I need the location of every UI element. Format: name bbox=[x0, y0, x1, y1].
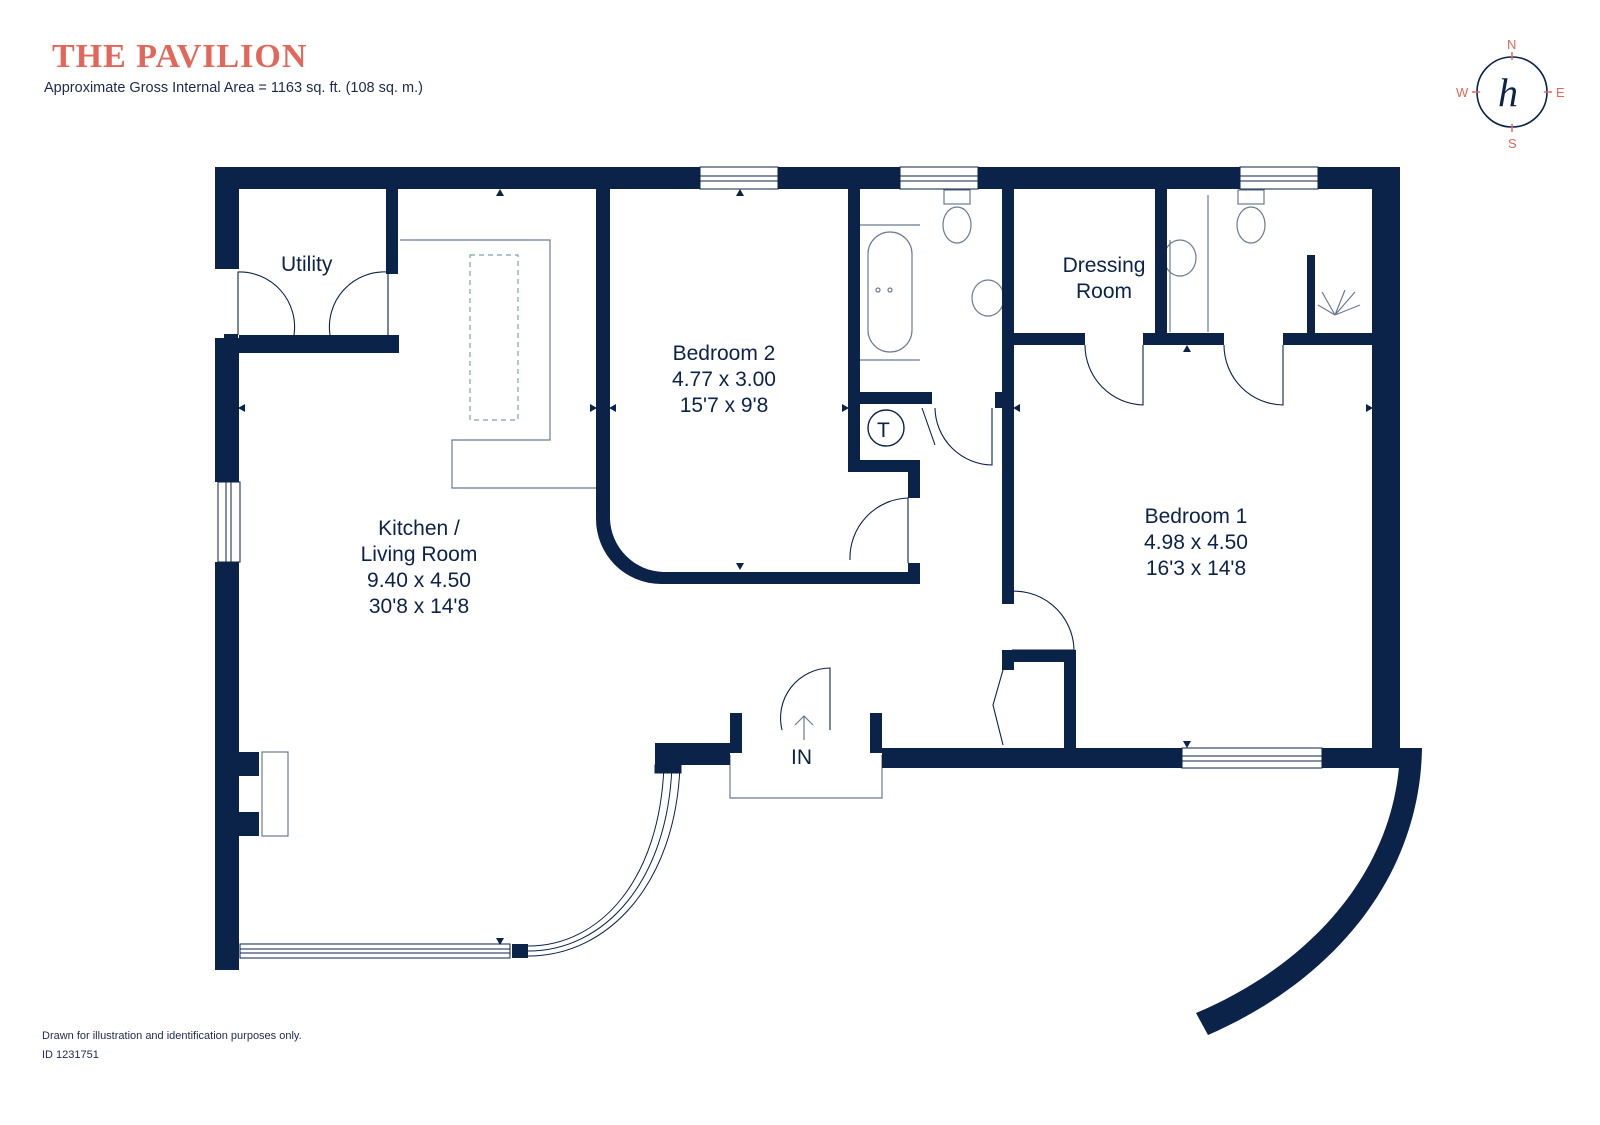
disclaimer: Drawn for illustration and identificatio… bbox=[42, 1030, 302, 1042]
fixtures bbox=[261, 189, 1361, 837]
bedroom1-imperial: 16'3 x 14'8 bbox=[1146, 557, 1246, 580]
bedroom2-metric: 4.77 x 3.00 bbox=[672, 368, 776, 391]
bedroom2-imperial: 15'7 x 9'8 bbox=[680, 394, 769, 417]
kitchen-imperial: 30'8 x 14'8 bbox=[369, 595, 469, 618]
bedroom2-label: Bedroom 2 bbox=[673, 342, 776, 365]
compass-north: N bbox=[1507, 37, 1516, 52]
kitchen-metric: 9.40 x 4.50 bbox=[367, 569, 471, 592]
bedroom1-metric: 4.98 x 4.50 bbox=[1144, 531, 1248, 554]
compass-west: W bbox=[1456, 85, 1469, 100]
windows bbox=[217, 166, 1323, 959]
hot-water-tank: T bbox=[867, 409, 905, 447]
entrance-label: IN bbox=[791, 746, 812, 769]
dressing-label-2: Room bbox=[1076, 280, 1132, 303]
kitchen-label-1: Kitchen / bbox=[378, 517, 460, 540]
gross-area: Approximate Gross Internal Area = 1163 s… bbox=[44, 80, 423, 96]
compass-rose: N S W E h bbox=[1456, 37, 1565, 151]
compass-south: S bbox=[1508, 136, 1517, 151]
brand-logo-icon: h bbox=[1498, 70, 1518, 115]
kitchen-label-2: Living Room bbox=[361, 543, 478, 566]
room-labels: Utility Bedroom 2 4.77 x 3.00 15'7 x 9'8… bbox=[281, 253, 1248, 769]
door-swings bbox=[237, 271, 1284, 746]
bedroom1-label: Bedroom 1 bbox=[1145, 505, 1248, 528]
compass-east: E bbox=[1556, 85, 1565, 100]
tank-label: T bbox=[877, 419, 890, 442]
dimension-ticks bbox=[238, 189, 1373, 945]
plan-title: THE PAVILION bbox=[52, 38, 308, 75]
bay-window bbox=[527, 764, 682, 957]
dressing-label-1: Dressing bbox=[1063, 254, 1146, 277]
utility-label: Utility bbox=[281, 253, 333, 276]
walls bbox=[215, 167, 1422, 1035]
plan-id: ID 1231751 bbox=[42, 1049, 99, 1061]
